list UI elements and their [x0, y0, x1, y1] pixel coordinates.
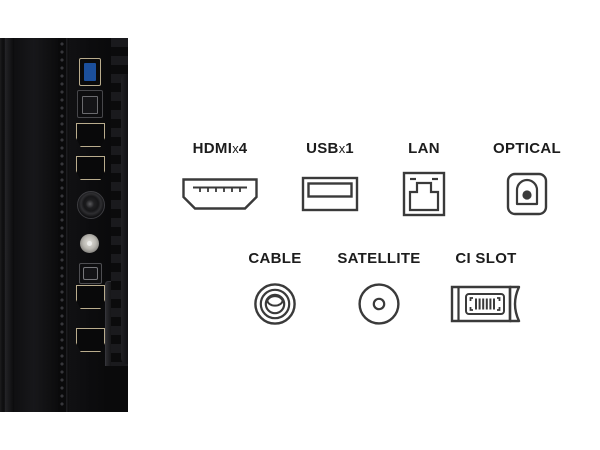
hdmi-port-2: [76, 156, 105, 180]
speaker-grille-perforations: [58, 40, 66, 410]
hdmi-multiplier: x: [232, 141, 239, 156]
ci-card-slot-icon: [422, 278, 550, 330]
cable-label: CABLE: [220, 250, 330, 268]
optical-label-text: OPTICAL: [493, 140, 561, 157]
hdmi-port-4: [76, 328, 105, 352]
usb-multiplier: x: [338, 141, 346, 156]
cislot-label: CI SLOT: [422, 250, 550, 268]
connectivity-item-hdmi: HDMIx4: [160, 140, 280, 220]
tv-bottom-shelf: [104, 366, 128, 412]
usb-label-text: USB: [306, 140, 339, 157]
tv-bezel-edge-inner: [5, 38, 14, 412]
lan-rj45-port: [77, 90, 103, 118]
connectivity-item-cislot: CI SLOT: [422, 250, 550, 330]
hdmi-count: 4: [238, 140, 248, 157]
optical-toslink-icon: [464, 168, 590, 220]
optical-audio-port: [79, 263, 102, 284]
lan-rj45-icon: [378, 168, 470, 220]
satellite-f-connector-port: [80, 234, 99, 253]
tv-rear-panel-surface: [14, 38, 58, 412]
hdmi-port-3: [76, 285, 105, 309]
panel-seam-divider: [66, 38, 69, 412]
tv-bezel-edge-outer: [0, 38, 5, 412]
usb-label: USBx1: [278, 140, 382, 158]
connectivity-item-optical: OPTICAL: [464, 140, 590, 220]
satellite-f-connector-icon: [318, 278, 440, 330]
lan-label: LAN: [378, 140, 470, 158]
coaxial-antenna-port: [77, 191, 105, 219]
usb-port-icon: [278, 168, 382, 220]
cable-label-text: CABLE: [248, 250, 302, 267]
lan-label-text: LAN: [408, 140, 440, 157]
connectivity-item-lan: LAN: [378, 140, 470, 220]
cislot-label-text: CI SLOT: [455, 250, 517, 267]
usb-3-port: [79, 58, 101, 86]
satellite-label: SATELLITE: [318, 250, 440, 268]
hdmi-label: HDMIx4: [160, 140, 280, 158]
coaxial-cable-icon: [220, 278, 330, 330]
optical-label: OPTICAL: [464, 140, 590, 158]
hdmi-port-icon: [160, 168, 280, 220]
tv-side-port-panel-photo: [0, 38, 128, 412]
connectivity-item-satellite: SATELLITE: [318, 250, 440, 330]
hdmi-label-text: HDMI: [192, 140, 233, 157]
connectivity-item-cable: CABLE: [220, 250, 330, 330]
connectivity-item-usb: USBx1: [278, 140, 382, 220]
tv-rear-cover-curve: [121, 74, 128, 364]
hdmi-port-1: [76, 123, 105, 147]
port-recess-bay: [69, 38, 117, 412]
usb-count: 1: [345, 140, 354, 157]
satellite-label-text: SATELLITE: [337, 250, 421, 267]
